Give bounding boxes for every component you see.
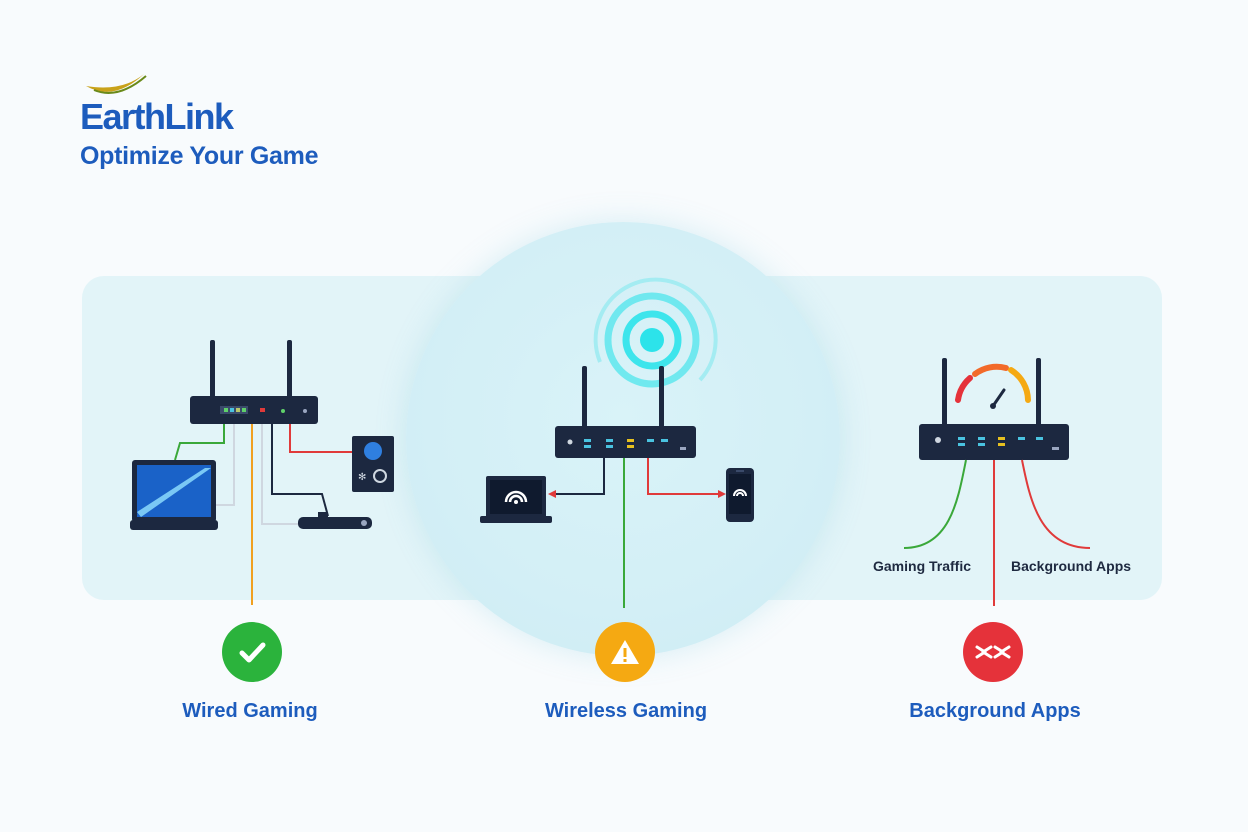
wired-gaming-label: Wired Gaming — [182, 700, 318, 722]
warning-icon — [595, 622, 655, 682]
svg-text:✻: ✻ — [358, 472, 366, 483]
wireless-laptop-icon — [480, 476, 552, 523]
logo-text: EarthLink — [80, 96, 234, 137]
background-traffic-label: Background Apps — [1011, 558, 1132, 574]
traffic-lines — [903, 459, 1091, 606]
laptop-icon — [130, 460, 218, 530]
wireless-cables — [548, 458, 726, 608]
background-apps-label: Background Apps — [909, 700, 1081, 722]
background-router — [919, 358, 1069, 460]
double-x-icon — [963, 622, 1023, 682]
wired-router — [190, 340, 318, 424]
earthlink-logo: EarthLink — [80, 72, 280, 137]
smartphone-icon — [726, 468, 754, 522]
wireless-router — [555, 366, 696, 458]
check-icon — [222, 622, 282, 682]
logo-swoosh-icon — [86, 74, 147, 94]
wireless-gaming-label: Wireless Gaming — [544, 700, 708, 722]
wifi-signal-icon — [593, 277, 718, 388]
bandwidth-gauge-icon — [955, 363, 1031, 409]
gaming-traffic-label: Gaming Traffic — [873, 558, 972, 574]
page-title: Optimize Your Game — [80, 142, 319, 170]
console-icon: ✻ — [352, 436, 394, 492]
switch-icon — [298, 512, 372, 529]
